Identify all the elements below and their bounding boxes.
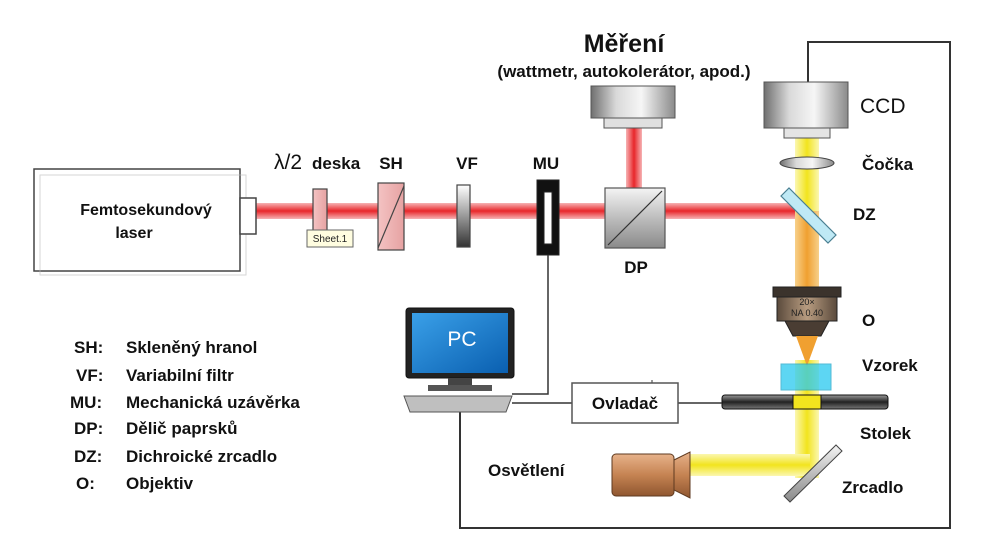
waveplate-word-label: deska xyxy=(312,154,361,173)
mu-label: MU xyxy=(533,154,559,173)
controller-ovladac: Ovladač xyxy=(571,382,679,424)
laser-label-line2: laser xyxy=(115,225,152,242)
illumination-beam-horizontal xyxy=(690,454,810,476)
legend-text-dz: Dichroické zrcadlo xyxy=(126,447,277,466)
waveplate-symbol-label: λ/2 xyxy=(274,151,302,174)
vzorek-label: Vzorek xyxy=(862,356,918,375)
illumination-lamp: Osvětlení xyxy=(488,451,691,499)
laser-label-line1: Femtosekundový xyxy=(80,202,212,219)
pc-label: PC xyxy=(447,328,476,351)
zrcadlo-label: Zrcadlo xyxy=(842,478,903,497)
objective-na: NA 0.40 xyxy=(791,308,823,318)
legend-text-mu: Mechanická uzávěrka xyxy=(126,393,300,412)
mechanical-shutter-mu: MU xyxy=(533,154,560,256)
vf-label: VF xyxy=(456,154,478,173)
legend-abbr-vf: VF: xyxy=(76,366,103,385)
dp-label: DP xyxy=(624,258,648,277)
tooltip-text: Sheet.1 xyxy=(313,234,348,245)
stage-stolek: Stolek xyxy=(721,394,912,443)
variable-filter-vf: VF xyxy=(456,154,478,248)
o-label: O xyxy=(862,311,875,330)
femtosecond-laser: Femtosekundový laser xyxy=(33,168,257,276)
objective-magnification: 20× xyxy=(799,297,814,307)
sh-label: SH xyxy=(379,154,403,173)
legend-abbr-mu: MU: xyxy=(70,393,102,412)
shutter-wire xyxy=(512,255,549,395)
legend-text-dp: Dělič paprsků xyxy=(126,419,238,438)
legend-text-sh: Skleněný hranol xyxy=(126,338,257,357)
legend-text-vf: Variabilní filtr xyxy=(126,366,234,385)
legend-abbr-sh: SH: xyxy=(74,338,103,357)
ovladac-label: Ovladač xyxy=(592,394,658,413)
stolek-label: Stolek xyxy=(860,424,912,443)
legend-text-o: Objektiv xyxy=(126,474,194,493)
ccd-label: CCD xyxy=(860,95,906,118)
beam-splitter-dp: DP xyxy=(604,187,666,277)
control-wire-frame xyxy=(459,41,951,529)
sample-vzorek: Vzorek xyxy=(780,356,918,391)
dichroic-mirror-dz: DZ xyxy=(780,187,876,244)
tooltip: Sheet.1 xyxy=(306,229,354,248)
laser-beam-to-measurement xyxy=(626,124,642,208)
legend-abbr-dz: DZ: xyxy=(74,447,102,466)
title: Měření xyxy=(584,30,666,58)
legend: SH: Skleněný hranol VF: Variabilní filtr… xyxy=(70,338,300,493)
cocka-label: Čočka xyxy=(862,155,914,174)
focused-beam-cone xyxy=(796,336,818,366)
half-wave-plate: λ/2 deska xyxy=(274,151,361,234)
laser-beam-main xyxy=(256,203,798,219)
ccd-camera: CCD xyxy=(763,81,906,139)
pc-computer: PC xyxy=(403,307,515,413)
dz-label: DZ xyxy=(853,205,876,224)
subtitle: (wattmetr, autokolerátor, apod.) xyxy=(497,62,750,81)
lens-cocka: Čočka xyxy=(779,155,914,174)
legend-abbr-dp: DP: xyxy=(74,419,103,438)
osvetleni-label: Osvětlení xyxy=(488,461,566,480)
objective-o: 20× NA 0.40 O xyxy=(772,286,875,337)
glass-prism-sh: SH xyxy=(377,154,405,251)
legend-abbr-o: O: xyxy=(76,474,95,493)
measurement-detector xyxy=(590,85,676,129)
mirror-zrcadlo: Zrcadlo xyxy=(783,444,903,503)
